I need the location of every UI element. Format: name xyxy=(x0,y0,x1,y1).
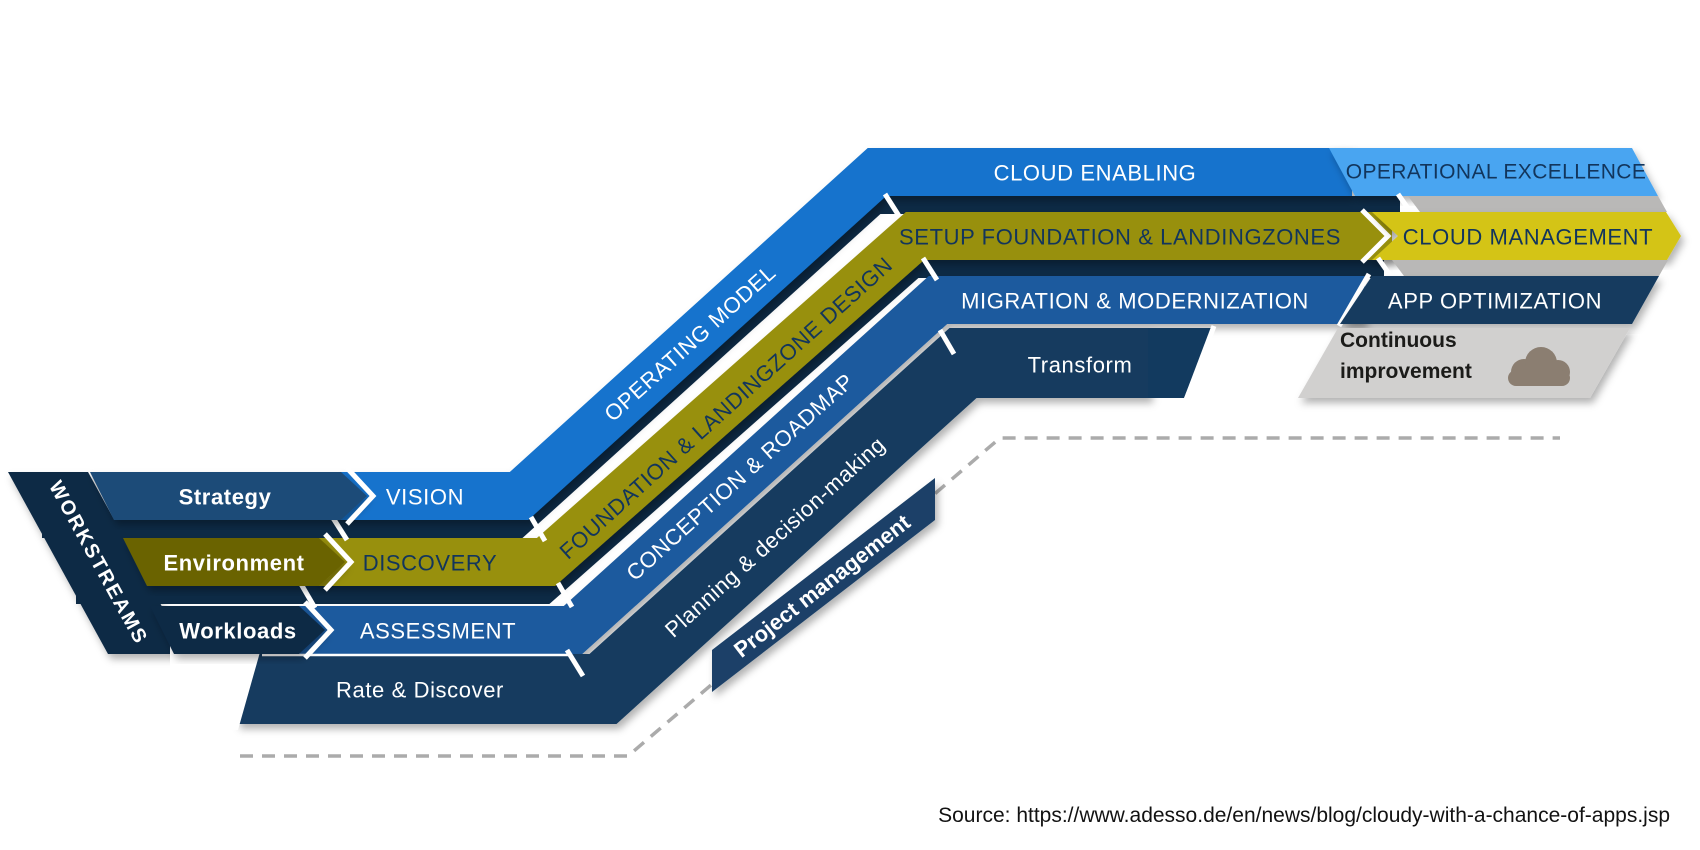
junction-gap-line xyxy=(1395,192,1415,216)
cloud-icon xyxy=(1508,347,1570,386)
fold-gap-line xyxy=(564,648,586,678)
project-management-band xyxy=(712,478,935,692)
environment-label: Environment xyxy=(163,551,304,576)
fold-gap-line xyxy=(528,515,548,543)
fold-gap-line xyxy=(920,256,940,282)
setup-foundation-label: SETUP FOUNDATION & LANDINGZONES xyxy=(899,225,1341,250)
chevron-gap-line xyxy=(303,600,335,660)
continuous-improvement-line1: Continuous xyxy=(1340,329,1457,352)
app-optimization-band xyxy=(1340,276,1659,324)
chevron-gap-line xyxy=(323,532,355,592)
shadow-strip-lane1 xyxy=(42,196,1400,538)
fold-gap-line xyxy=(882,192,902,218)
chevron-gap-line xyxy=(1360,208,1392,264)
strategy-label: Strategy xyxy=(179,485,272,510)
gray-shadow-strip xyxy=(1408,196,1667,212)
discovery-label: DISCOVERY xyxy=(363,551,498,576)
gray-shadow-strip xyxy=(1392,260,1668,276)
cloud-enabling-label: CLOUD ENABLING xyxy=(994,161,1197,186)
environment-label-arrow xyxy=(123,538,345,586)
junction-gap-line xyxy=(1375,256,1395,280)
assessment-label: ASSESSMENT xyxy=(360,619,516,644)
cloud-icon-part xyxy=(1508,370,1570,386)
workloads-label-arrow xyxy=(150,606,325,654)
fold-gap-line xyxy=(330,516,350,542)
chevron-gap-line xyxy=(345,466,377,526)
continuous-improvement-line2: improvement xyxy=(1340,360,1472,383)
rate-discover-left-cutout xyxy=(170,645,262,730)
cloud-management-label: CLOUD MANAGEMENT xyxy=(1403,225,1653,250)
source-text: Source: https://www.adesso.de/en/news/bl… xyxy=(938,804,1670,827)
operational-excellence-label: OPERATIONAL EXCELLENCE xyxy=(1346,161,1647,184)
lane-delivery-ribbon xyxy=(237,328,1150,724)
lane-environment-ribbon xyxy=(319,212,1392,586)
transform-label: Transform xyxy=(1028,353,1133,378)
rate-discover-label: Rate & Discover xyxy=(336,678,504,703)
fold-gap-line xyxy=(555,581,575,609)
strategy-label-arrow xyxy=(90,472,367,520)
operational-excellence-band xyxy=(1329,148,1658,196)
junction-gap-line xyxy=(1336,272,1372,328)
vision-label: VISION xyxy=(386,485,464,510)
junction-gap-line xyxy=(1183,325,1217,401)
shadow-strip-lane2 xyxy=(76,260,1384,604)
cloud-management-band xyxy=(1372,212,1681,260)
lane-workloads-ribbon xyxy=(299,276,1365,654)
transform-end-cap xyxy=(1148,328,1212,398)
workstreams-band xyxy=(8,472,188,654)
fold-gap-line xyxy=(937,328,957,356)
workloads-label: Workloads xyxy=(179,619,296,644)
fold-gap-line xyxy=(298,582,318,610)
app-optimization-label: APP OPTIMIZATION xyxy=(1388,289,1602,314)
lane-strategy-ribbon xyxy=(341,148,1352,520)
migration-modernization-label: MIGRATION & MODERNIZATION xyxy=(961,289,1309,314)
